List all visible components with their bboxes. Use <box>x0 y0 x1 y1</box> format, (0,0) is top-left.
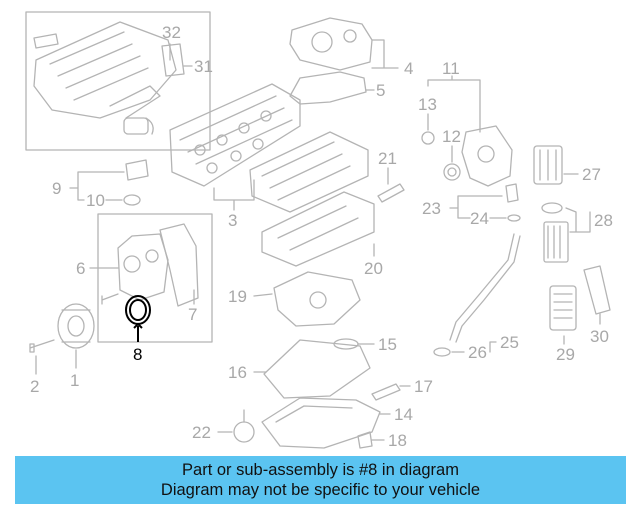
info-banner: Part or sub-assembly is #8 in diagram Di… <box>15 456 626 504</box>
leader-4 <box>371 39 399 69</box>
callout-22: 22 <box>192 423 211 442</box>
valve-cover <box>249 131 369 213</box>
callout-5: 5 <box>376 81 385 100</box>
drain-plug <box>357 431 373 449</box>
filter-seal <box>541 202 563 214</box>
callout-15: 15 <box>378 335 397 354</box>
sensor-22 <box>233 409 255 443</box>
part-9 <box>125 159 149 181</box>
timing-cover-frame <box>97 213 213 343</box>
sensor-23 <box>505 183 519 203</box>
intake-manifold-frame <box>25 11 211 151</box>
callout-19: 19 <box>228 287 247 306</box>
filter-element <box>543 221 569 263</box>
callout-18: 18 <box>388 431 407 450</box>
callout-7: 7 <box>188 305 197 324</box>
callout-21: 21 <box>378 149 397 168</box>
gasket-5 <box>289 71 367 105</box>
seal-12-inner <box>447 167 457 177</box>
leader-9 <box>69 171 125 201</box>
parts-diagram: 32 31 4 5 11 13 12 21 27 9 10 23 24 28 3… <box>25 11 613 450</box>
gasket-32 <box>161 43 185 77</box>
dipstick-tube <box>449 233 521 343</box>
leader-3 <box>213 179 255 211</box>
callout-11: 11 <box>442 59 460 78</box>
leader-25 <box>489 341 497 353</box>
callout-32: 32 <box>162 23 181 42</box>
gasket-7 <box>159 223 199 307</box>
front-cover-6 <box>117 233 169 301</box>
cylinder-head <box>169 83 301 187</box>
seal-10 <box>123 194 141 206</box>
oil-baffle <box>273 271 361 327</box>
oil-pan-gasket <box>263 339 371 399</box>
callout-13: 13 <box>418 95 437 114</box>
intake-manifold <box>33 21 177 135</box>
plug-17 <box>371 383 401 401</box>
sensor-21 <box>377 183 405 203</box>
oil-cooler <box>549 285 577 331</box>
callout-12: 12 <box>442 127 461 146</box>
banner-line-1: Part or sub-assembly is #8 in diagram <box>182 461 459 479</box>
timing-chain-cover <box>461 125 513 187</box>
leader-11 <box>427 75 481 133</box>
callout-10: 10 <box>86 191 105 210</box>
callout-6: 6 <box>76 259 85 278</box>
seal-13 <box>421 131 435 145</box>
banner-line-2: Diagram may not be specific to your vehi… <box>160 481 481 499</box>
seal-26 <box>433 347 451 357</box>
callout-25: 25 <box>500 333 519 352</box>
highlighted-part-8 <box>125 295 151 342</box>
callout-24: 24 <box>470 209 489 228</box>
callout-1: 1 <box>70 371 79 390</box>
callout-28: 28 <box>594 211 613 230</box>
oil-filter <box>533 145 563 185</box>
callout-23: 23 <box>422 199 441 218</box>
callout-16: 16 <box>228 363 247 382</box>
gasket-30 <box>583 265 611 315</box>
leader-19 <box>253 293 273 297</box>
callout-14: 14 <box>394 405 413 424</box>
leader-28 <box>565 207 591 233</box>
callout-8: 8 <box>133 345 142 364</box>
washer-24 <box>507 214 521 222</box>
lower-oil-pan <box>261 397 381 449</box>
leader-23 <box>449 195 503 219</box>
callout-4: 4 <box>404 59 413 78</box>
seal-12 <box>443 163 461 181</box>
callout-9: 9 <box>52 179 61 198</box>
callout-29: 29 <box>556 345 575 364</box>
callout-2: 2 <box>30 377 39 396</box>
bolt-2 <box>29 339 55 353</box>
callout-27: 27 <box>582 165 601 184</box>
callout-3: 3 <box>228 211 237 230</box>
crank-pulley <box>57 303 95 349</box>
bolt-in-frame <box>101 293 119 305</box>
timing-cover <box>289 17 373 71</box>
upper-oil-pan <box>261 191 375 267</box>
callout-17: 17 <box>414 377 433 396</box>
callout-26: 26 <box>468 343 487 362</box>
callout-20: 20 <box>364 259 383 278</box>
callout-30: 30 <box>590 327 609 346</box>
callout-31: 31 <box>194 57 213 76</box>
